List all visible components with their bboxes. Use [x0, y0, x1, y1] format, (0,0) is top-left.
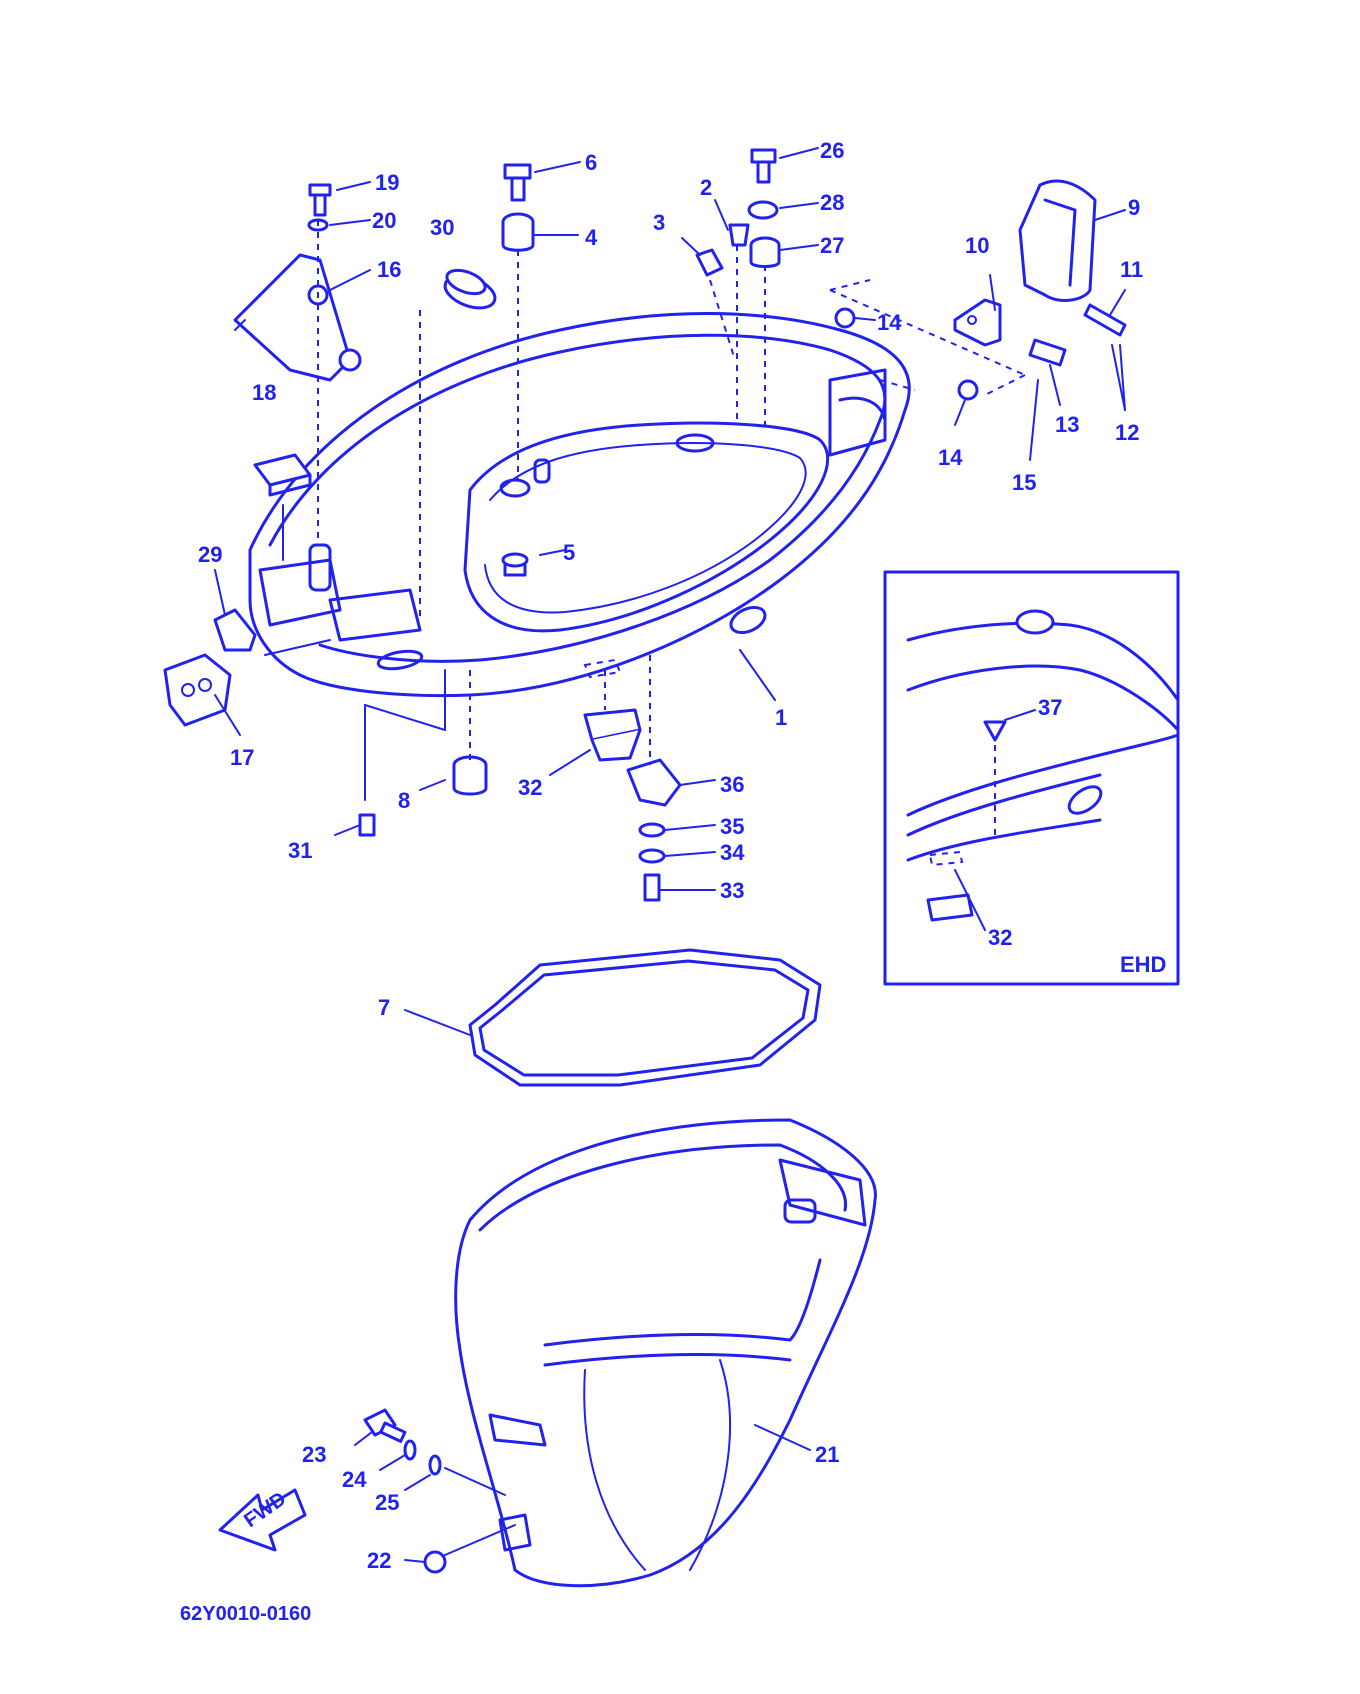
- callout-label: 1: [775, 705, 787, 730]
- callout-label: 36: [720, 772, 744, 797]
- drawing-code: 62Y0010-0160: [180, 1603, 311, 1625]
- callout-label: 17: [230, 745, 254, 770]
- callout-label: 32: [518, 775, 542, 800]
- callout-label: 3: [653, 210, 665, 235]
- callout-label: 16: [377, 257, 401, 282]
- callout-label: 18: [252, 380, 276, 405]
- callout-label: 9: [1128, 195, 1140, 220]
- callout-label: 27: [820, 233, 844, 258]
- callout-label: 14: [938, 445, 963, 470]
- callout-label: 5: [563, 540, 575, 565]
- gasket: [468, 948, 822, 1087]
- callout-label: 24: [342, 1467, 367, 1492]
- callout-label: 7: [378, 995, 390, 1020]
- callout-label: 34: [720, 840, 745, 865]
- callout-label: 22: [367, 1548, 391, 1573]
- callout-label: 8: [398, 788, 410, 813]
- callout-label: 37: [1038, 695, 1062, 720]
- callout-label: 15: [1012, 470, 1036, 495]
- callout-label: 10: [965, 233, 989, 258]
- ehd-inset: [883, 570, 1180, 986]
- callout-label: 6: [585, 150, 597, 175]
- callout-label: 14: [877, 310, 902, 335]
- ehd-inset-label: EHD: [1120, 952, 1166, 977]
- lower-cowling: [454, 1118, 877, 1588]
- callout-label: 32: [988, 925, 1012, 950]
- callout-label: 29: [198, 542, 222, 567]
- callout-label: 31: [288, 838, 312, 863]
- leader-lines: [214, 147, 1126, 1563]
- callout-label: 12: [1115, 420, 1139, 445]
- callout-label: 4: [585, 225, 598, 250]
- bottom-cowling: [248, 312, 911, 698]
- callout-label: 21: [815, 1442, 839, 1467]
- callout-label: 20: [372, 208, 396, 233]
- callout-label: 11: [1120, 257, 1143, 282]
- callout-label: 30: [430, 215, 454, 240]
- callout-label: 19: [375, 170, 399, 195]
- callout-label: 35: [720, 814, 744, 839]
- small-parts: [163, 148, 1127, 1574]
- callout-label: 2: [700, 175, 712, 200]
- callout-label: 33: [720, 878, 744, 903]
- callout-label: 25: [375, 1490, 399, 1515]
- callout-label: 28: [820, 190, 844, 215]
- callout-label: 13: [1055, 412, 1079, 437]
- callout-label: 23: [302, 1442, 326, 1467]
- callout-label: 26: [820, 138, 844, 163]
- fwd-arrow: [218, 1488, 307, 1552]
